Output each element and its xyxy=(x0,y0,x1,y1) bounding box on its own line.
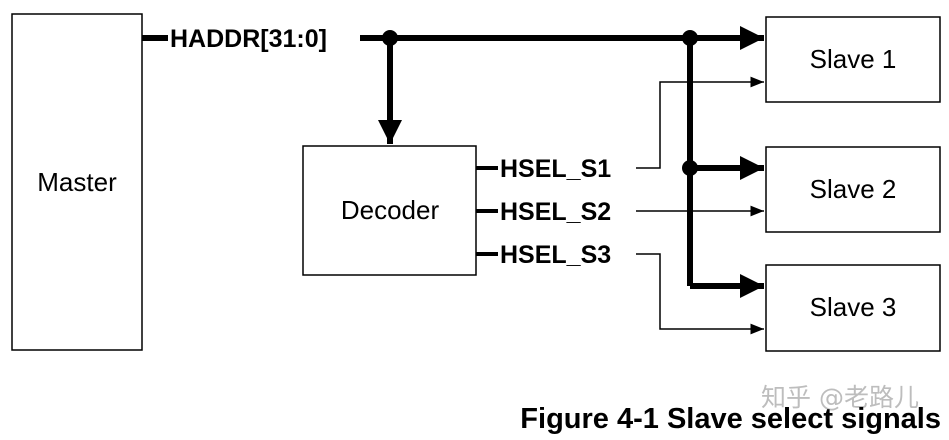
master-label: Master xyxy=(37,167,117,197)
decoder-label: Decoder xyxy=(341,195,440,225)
slave2-label: Slave 2 xyxy=(810,174,897,204)
hsel-s3-label: HSEL_S3 xyxy=(500,241,611,269)
slave3-block: Slave 3 xyxy=(765,264,941,352)
hsel-s1-label: HSEL_S1 xyxy=(500,155,611,183)
slave2-block: Slave 2 xyxy=(765,146,941,233)
decoder-block: Decoder xyxy=(302,145,477,276)
bus-junction-dot xyxy=(382,30,398,46)
figure-caption: Figure 4-1 Slave select signals xyxy=(520,403,941,435)
slave1-label: Slave 1 xyxy=(810,44,897,74)
bus-junction-dot xyxy=(682,30,698,46)
master-block: Master xyxy=(11,13,143,351)
address-bus xyxy=(142,26,764,298)
haddr-label: HADDR[31:0] xyxy=(170,25,327,53)
slave1-block: Slave 1 xyxy=(765,16,941,103)
hsel-s2-label: HSEL_S2 xyxy=(500,198,611,226)
slave3-label: Slave 3 xyxy=(810,292,897,322)
hsel-s1-line xyxy=(476,76,764,170)
watermark: 知乎 @老路儿 xyxy=(761,383,919,412)
hsel-s3-line xyxy=(476,252,764,335)
bus-junction-dot xyxy=(682,160,698,176)
